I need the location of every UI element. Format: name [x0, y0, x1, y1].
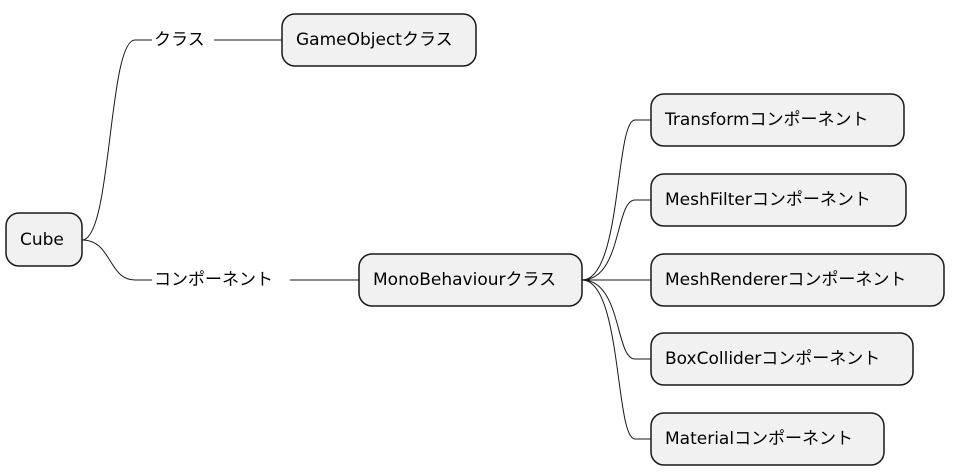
- node-cube: Cube: [5, 212, 83, 267]
- edge-root-to-class: [81, 39, 152, 241]
- edge-mono-to-transform: [581, 119, 651, 281]
- edge-mono-to-material: [581, 279, 651, 440]
- node-gameobject: GameObjectクラス: [281, 13, 477, 67]
- node-meshfilter-label: MeshFilterコンポーネント: [665, 190, 871, 210]
- node-transform-label: Transformコンポーネント: [664, 110, 869, 130]
- node-transform: Transformコンポーネント: [650, 93, 905, 147]
- node-boxcollider-label: BoxColliderコンポーネント: [665, 349, 880, 369]
- edge-mono-to-meshfilter: [581, 199, 651, 281]
- edge-root-to-component: [81, 239, 152, 281]
- node-material-label: Materialコンポーネント: [665, 429, 853, 449]
- node-boxcollider: BoxColliderコンポーネント: [650, 332, 914, 386]
- node-meshrenderer-label: MeshRendererコンポーネント: [665, 270, 906, 290]
- node-monobehaviour-label: MonoBehaviourクラス: [373, 270, 556, 290]
- node-monobehaviour: MonoBehaviourクラス: [358, 253, 583, 307]
- branch-label-class: クラス: [154, 30, 205, 50]
- node-cube-label: Cube: [20, 230, 64, 250]
- edge-mono-to-boxcollider: [581, 279, 651, 360]
- node-meshrenderer: MeshRendererコンポーネント: [650, 253, 945, 307]
- node-material: Materialコンポーネント: [650, 412, 885, 466]
- node-gameobject-label: GameObjectクラス: [296, 30, 453, 50]
- node-meshfilter: MeshFilterコンポーネント: [650, 173, 907, 227]
- branch-label-component: コンポーネント: [154, 270, 273, 290]
